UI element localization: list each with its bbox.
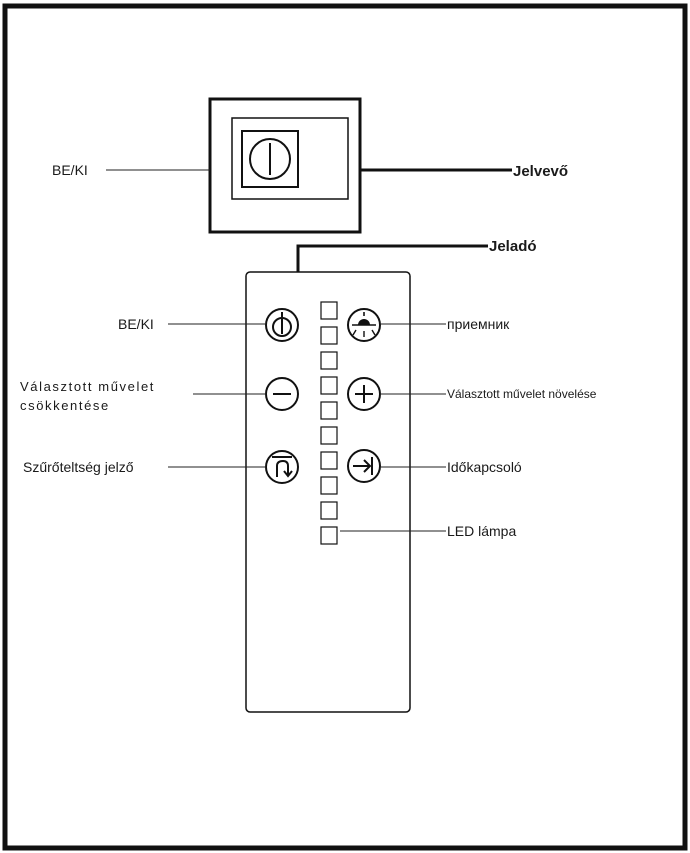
light-icon — [352, 312, 376, 337]
receiver-name-label: Jelvevő — [513, 163, 568, 180]
receiver-onoff-label: BE/KI — [52, 162, 88, 178]
transmitter-leader — [296, 244, 488, 272]
led-indicator — [320, 326, 338, 345]
timer-label: Időkapcsoló — [447, 459, 522, 475]
led-indicator — [320, 476, 338, 495]
filter-label: Szűrőteltség jelző — [23, 459, 134, 475]
led-indicator — [320, 401, 338, 420]
transmitter-name-label: Jeladó — [489, 238, 537, 255]
led-indicator — [320, 526, 338, 545]
receiver-button-label: приемник — [447, 316, 510, 332]
power-switch-icon[interactable] — [241, 130, 299, 188]
led-indicator — [320, 301, 338, 320]
decrease-button[interactable] — [265, 377, 299, 411]
remote-onoff-label: BE/KI — [118, 316, 154, 332]
decrease-label-line1: Választott művelet — [20, 379, 155, 394]
receiver-unit — [208, 97, 362, 234]
timer-button[interactable] — [347, 449, 381, 483]
led-indicator — [320, 501, 338, 520]
led-indicator — [320, 451, 338, 470]
led-indicator — [320, 426, 338, 445]
led-indicator-column — [320, 301, 338, 545]
led-indicator — [320, 351, 338, 370]
power-button[interactable] — [265, 308, 299, 342]
plus-icon — [355, 385, 373, 403]
power-icon — [272, 312, 292, 337]
increase-button[interactable] — [347, 377, 381, 411]
filter-indicator-icon — [272, 456, 293, 478]
decrease-label-line2: csökkentése — [20, 398, 110, 413]
light-button[interactable] — [347, 308, 381, 342]
led-label: LED lámpa — [447, 523, 516, 539]
increase-label: Választott művelet növelése — [447, 387, 597, 401]
led-indicator — [320, 376, 338, 395]
timer-icon — [353, 457, 373, 475]
filter-button[interactable] — [265, 450, 299, 484]
